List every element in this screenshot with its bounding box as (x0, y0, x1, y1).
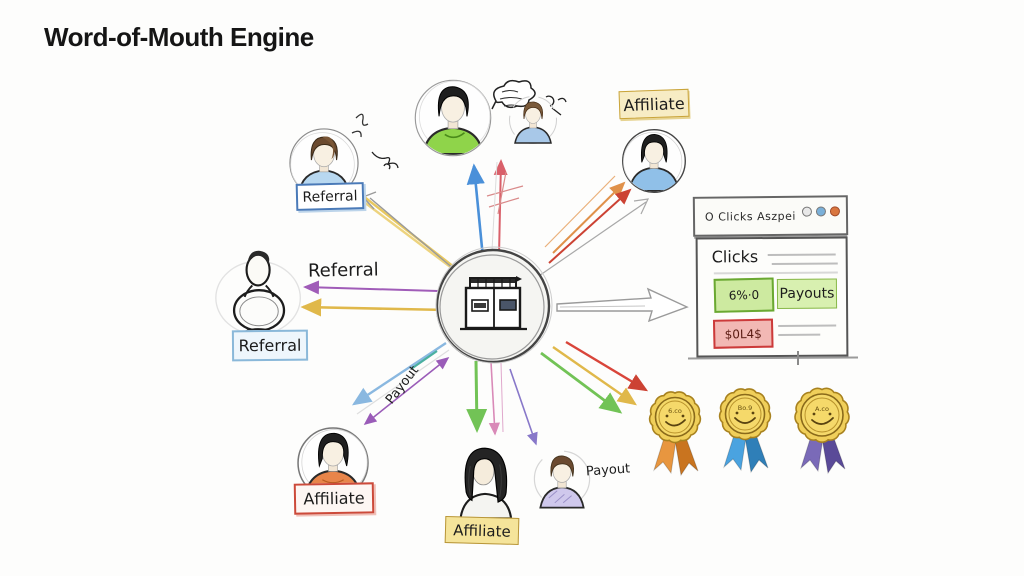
speech-bubble-icon (491, 79, 536, 110)
label-affiliate-bottom-center: Affiliate (444, 516, 520, 545)
window-dot-icon (829, 206, 841, 217)
arrow-hub-downright-violet (509, 368, 538, 446)
person-icon (459, 447, 513, 520)
clicks-value-box: 6%·0 (713, 277, 775, 313)
label-affiliate-top: Affiliate (618, 88, 690, 120)
payout-value-box: $0L4$ (712, 318, 774, 349)
badge-rosette-3: A.co (780, 379, 864, 493)
label-referral-mid: Referral (307, 259, 379, 282)
scribble-doodle-topleft (351, 113, 399, 170)
arrow-hub-up-pink (486, 159, 524, 257)
window-dot-icon (815, 206, 827, 217)
rosette-medal-icon: Bo.9 (718, 388, 772, 441)
svg-text:A.co: A.co (815, 405, 829, 413)
dashboard-heading: Clicks (711, 247, 759, 267)
window-dot-icon (801, 206, 813, 217)
person-icon (422, 86, 484, 155)
dashboard-titlebar: O Clicks Aszpei (692, 195, 849, 237)
avatar-affiliate-bottom-center (444, 440, 526, 520)
arrow-hub-left-purple (303, 280, 439, 295)
page-title: Word-of-Mouth Engine (44, 22, 314, 52)
dashboard-panel: Clicks 6%·0 Payouts $0L4$ (695, 236, 849, 358)
ribbon (799, 432, 846, 475)
label-affiliate-bottom-left: Affiliate (293, 482, 375, 515)
arrow-hub-left-yellow (300, 298, 448, 317)
window-controls (801, 206, 841, 217)
svg-text:Bo.9: Bo.9 (738, 404, 753, 412)
sketch-line (771, 262, 838, 265)
dashboard-stand-leg (797, 351, 799, 365)
avatar-advocate-top-center (412, 77, 494, 159)
arrow-hub-upright-orange (544, 175, 626, 254)
avatar-talker-small-top (508, 95, 558, 145)
arrow-hub-down-pink (488, 361, 504, 436)
dashboard-titlebar-text: O Clicks Aszpei (704, 209, 797, 224)
svg-text:6.co: 6.co (668, 407, 682, 415)
ribbon (722, 431, 769, 474)
badge-rosette-2: Bo.9 (705, 380, 785, 492)
rosette-medal-icon: A.co (794, 387, 850, 443)
label-referral-top-left: Referral (295, 182, 365, 211)
sketch-line (778, 324, 837, 327)
storefront-icon (460, 276, 527, 331)
avatar-affiliate-top-right (620, 127, 688, 195)
arrow-hub-right-gray-big (556, 287, 689, 323)
rosette-medal-icon: 6.co (648, 391, 702, 444)
hub-node (432, 245, 554, 367)
badge-rosette-1: 6.co (635, 383, 715, 495)
sketch-line (778, 333, 821, 336)
sketch-line (713, 271, 838, 274)
arrow-hub-upright-red (548, 188, 632, 264)
ribbon (652, 434, 699, 477)
sketch-line (767, 253, 836, 256)
avatar-payout-small (532, 450, 592, 510)
arrow-hub-downright-red (565, 340, 649, 392)
payouts-label-box: Payouts (776, 278, 838, 309)
arrow-hub-downright-green (540, 351, 623, 414)
label-referral-left: Referral (231, 329, 309, 362)
person-icon (628, 134, 680, 192)
arrow-hub-down-green (466, 360, 488, 433)
arrow-hub-upright-gray (519, 198, 650, 290)
label-payout-right: Payout (585, 461, 631, 480)
arrow-hub-up-blue (466, 163, 485, 259)
arrow-hub-downleft-purple-double (363, 357, 450, 425)
